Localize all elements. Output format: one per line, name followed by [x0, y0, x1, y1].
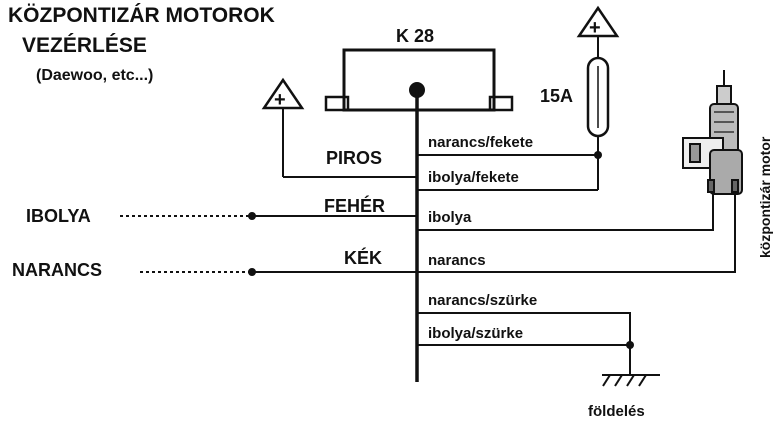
input-ibolya: IBOLYA — [26, 206, 91, 226]
wire-ibolya — [417, 190, 714, 231]
input-narancs: NARANCS — [12, 260, 102, 280]
ground-label: földelés — [588, 403, 645, 420]
wire-label-ibolya-fekete: ibolya/fekete — [428, 169, 519, 186]
subtitle: (Daewoo, etc...) — [36, 67, 153, 84]
module-body — [342, 48, 496, 112]
fuse-label: 15A — [540, 86, 573, 106]
plus-icon: + — [589, 17, 601, 39]
plus-icon: + — [274, 89, 286, 111]
wire-label-ibolya: ibolya — [428, 209, 472, 226]
power-plus-right: + — [576, 5, 620, 58]
title-line2: VEZÉRLÉSE — [22, 34, 147, 57]
wire-label-narancs-szurke: narancs/szürke — [428, 292, 537, 309]
label-piros: PIROS — [326, 148, 382, 168]
module-tab-right — [488, 95, 514, 112]
wire-narancs-szurke — [417, 312, 631, 345]
control-module-k28 — [324, 48, 514, 112]
lock-motor-icon — [682, 70, 743, 195]
title-line1: KÖZPONTIZÁR MOTOROK — [8, 4, 275, 27]
right-wiring — [417, 154, 736, 375]
wire-label-narancs-fekete: narancs/fekete — [428, 134, 533, 151]
fuse-junction-node — [594, 151, 602, 159]
wire-label-ibolya-szurke: ibolya/szürke — [428, 325, 523, 342]
ground-icon — [602, 374, 660, 387]
fuse-15a — [586, 56, 610, 190]
wire-narancs — [417, 190, 736, 273]
motor-label: központizár motor — [757, 136, 773, 258]
label-feher: FEHÉR — [324, 195, 385, 216]
power-plus-left: + — [261, 77, 417, 178]
wire-label-narancs: narancs — [428, 252, 486, 269]
module-label: K 28 — [396, 26, 434, 46]
ground-junction-node — [626, 341, 634, 349]
label-kek: KÉK — [344, 247, 382, 268]
module-tab-left — [324, 95, 350, 112]
